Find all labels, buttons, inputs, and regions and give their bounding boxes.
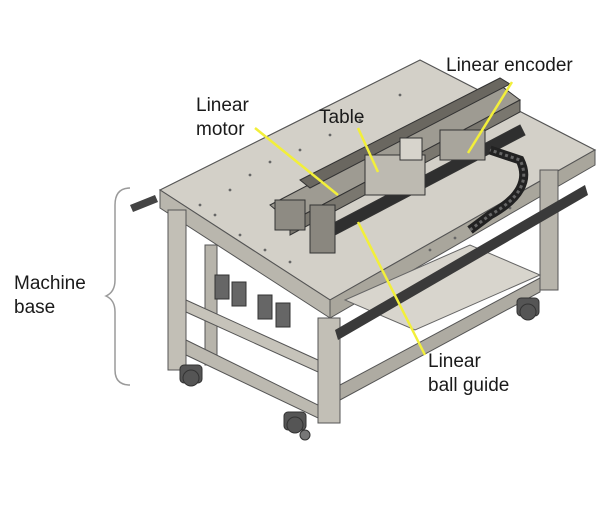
bolt-holes [198,93,512,264]
frame-legs [167,169,559,424]
frame-crossbars [185,277,541,419]
label-table: Table [319,107,365,128]
leader-lines [254,81,514,356]
casters [179,297,540,441]
leader-linear-motor [254,127,339,196]
linear-stage [269,77,526,254]
label-linear-encoder: Linear encoder [446,55,573,76]
cable-chain-highlight [469,148,526,232]
label-linear-ball-guide: Linear ball guide [428,351,510,396]
label-machine-base: Machine base [14,273,86,318]
valves [214,274,291,328]
leader-linear-ball-guide [356,221,427,356]
side-panel [343,244,542,331]
side-rail-left [130,195,158,212]
leader-table [356,127,380,173]
machine-base-bracket [104,187,131,386]
leader-linear-encoder [466,81,514,154]
label-linear-motor: Linear motor [196,95,249,140]
